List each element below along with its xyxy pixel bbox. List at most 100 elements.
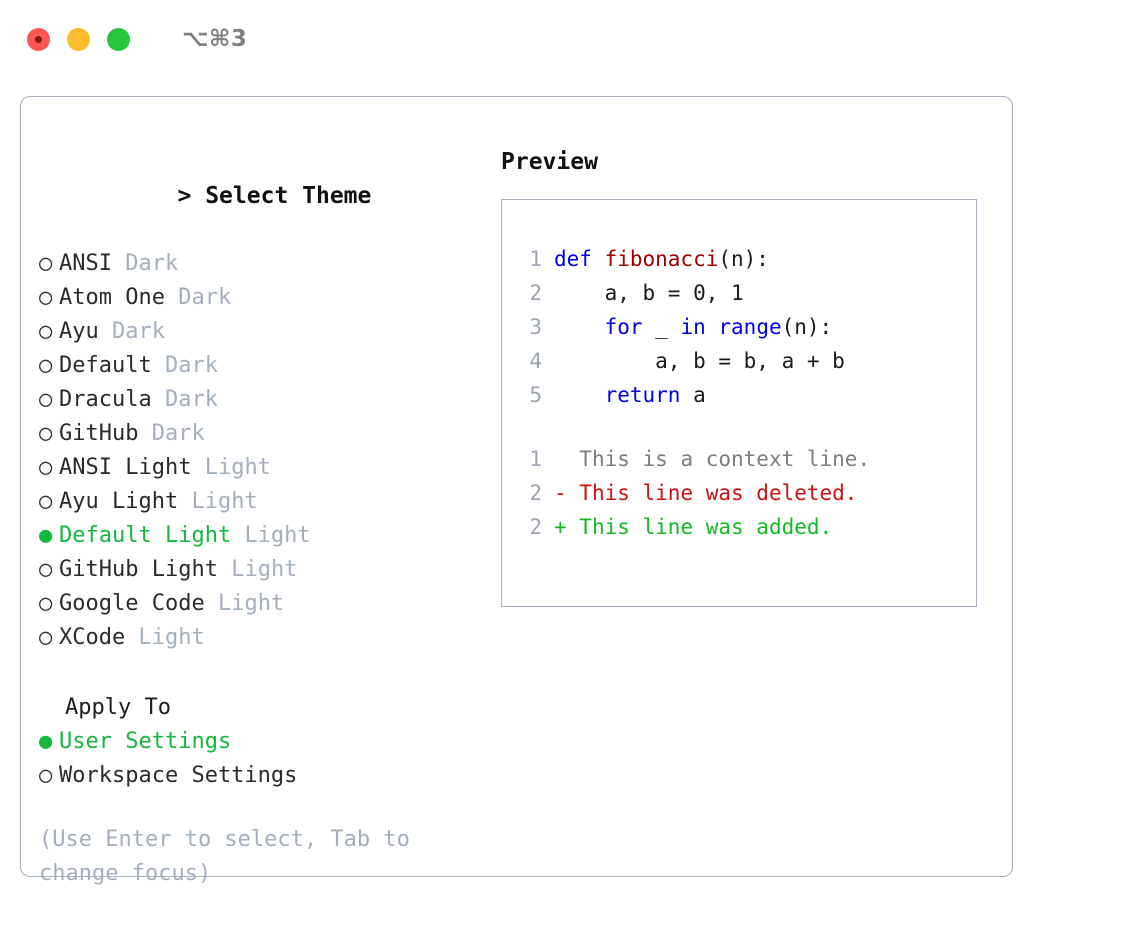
diff-line: 2- This line was deleted. [520,476,976,510]
line-number: 4 [529,349,542,373]
code-token: _ [655,315,681,339]
apply-to-heading: Apply To [65,695,171,720]
theme-picker-heading-label: Select Theme [205,183,372,209]
theme-option-tag: Light [231,557,298,582]
zoom-button[interactable] [107,27,130,51]
radio-selected-icon: ● [39,523,53,548]
theme-option[interactable]: ○Default Dark [39,349,499,383]
line-number: 1 [529,447,542,471]
radio-unselected-icon: ○ [39,455,53,480]
theme-option[interactable]: ○GitHub Light Light [39,553,499,587]
code-line: 5 return a [520,378,976,412]
keyboard-hint-text: (Use Enter to select, Tab to change focu… [39,827,424,886]
radio-unselected-icon: ○ [39,421,53,446]
code-token: in [680,315,719,339]
keyboard-shortcut-label: ⌥⌘3 [182,26,248,52]
close-button[interactable] [27,27,50,51]
apply-to-option-label: Workspace Settings [59,763,298,788]
code-diff-gap [520,412,976,442]
theme-option-tag: Light [217,591,285,616]
line-number: 1 [529,247,542,271]
line-number: 5 [529,383,542,407]
theme-option[interactable]: ○Google Code Light [39,587,499,621]
theme-option-tag: Light [191,489,258,514]
radio-unselected-icon: ○ [39,625,53,650]
code-token: for [604,315,656,339]
line-number: 3 [529,315,542,339]
code-token: (n): [781,315,833,339]
line-number: 2 [529,515,542,539]
code-token: range [718,315,782,339]
theme-option[interactable]: ○GitHub Dark [39,417,499,451]
theme-picker-heading: > Select Theme [39,145,499,247]
radio-unselected-icon: ○ [39,319,53,344]
code-token: return [604,383,694,407]
diff-marker: + [554,515,580,539]
diff-line: 2 + This line was added. [520,510,976,544]
theme-option-tag: Light [138,625,205,650]
radio-unselected-icon: ○ [39,557,53,582]
theme-list: ○ANSI Dark○Atom One Dark○Ayu Dark○Defaul… [39,247,499,655]
main-panel: > Select Theme ○ANSI Dark○Atom One Dark○… [20,96,1013,886]
radio-unselected-icon: ○ [39,251,53,276]
diff-marker: - [554,481,580,505]
code-token: a, b = b, a + b [554,349,845,373]
theme-option-tag: Light [204,455,271,480]
diff-text: This is a context line. [579,447,871,471]
code-token [554,315,605,339]
theme-option-tag: Dark [151,421,205,446]
code-token: fibonacci [604,247,719,271]
radio-unselected-icon: ○ [39,591,53,616]
section-spacer [39,655,499,691]
theme-option-label: Dracula [59,387,152,412]
theme-option-tag: Dark [164,387,218,412]
theme-option[interactable]: ●Default Light Light [39,519,499,553]
minimize-button[interactable] [67,27,90,51]
code-token: a [693,383,706,407]
theme-picker-column: > Select Theme ○ANSI Dark○Atom One Dark○… [39,145,499,891]
diff-text: This line was deleted. [579,481,858,505]
hint-spacer [39,793,499,823]
theme-option[interactable]: ○ANSI Dark [39,247,499,281]
theme-option[interactable]: ○Atom One Dark [39,281,499,315]
theme-option-label: XCode [59,625,126,650]
theme-option-label: Ayu [59,319,99,344]
theme-option-tag: Dark [125,251,179,276]
theme-option[interactable]: ○Dracula Dark [39,383,499,417]
apply-to-option-label: User Settings [59,729,232,754]
theme-option-label: GitHub [59,421,139,446]
theme-option[interactable]: ○XCode Light [39,621,499,655]
theme-option-tag: Dark [112,319,165,344]
line-number: 2 [529,281,542,305]
traffic-lights [27,27,130,51]
diff-line: 1 This is a context line. [520,442,976,476]
code-line: 3 for _ in range(n): [520,310,976,344]
code-token: def [554,247,605,271]
line-number: 2 [529,481,542,505]
diff-text: This line was added. [579,515,833,539]
theme-option[interactable]: ○Ayu Dark [39,315,499,349]
theme-option-tag: Light [244,523,311,548]
diff-sample: 1 This is a context line.2- This line wa… [520,442,976,544]
code-token [554,383,605,407]
theme-option-label: Default Light [59,523,232,548]
theme-option-label: Default [59,353,152,378]
theme-option-label: Atom One [59,285,165,310]
diff-marker [554,447,579,471]
theme-option-label: ANSI Light [59,455,192,480]
apply-to-option[interactable]: ○Workspace Settings [39,759,499,793]
theme-option[interactable]: ○ANSI Light Light [39,451,499,485]
theme-option-tag: Dark [178,285,232,310]
theme-option[interactable]: ○Ayu Light Light [39,485,499,519]
radio-unselected-icon: ○ [39,285,53,310]
apply-to-option[interactable]: ●User Settings [39,725,499,759]
radio-unselected-icon: ○ [39,763,53,788]
radio-unselected-icon: ○ [39,489,53,514]
radio-unselected-icon: ○ [39,353,53,378]
theme-option-label: Ayu Light [59,489,179,514]
